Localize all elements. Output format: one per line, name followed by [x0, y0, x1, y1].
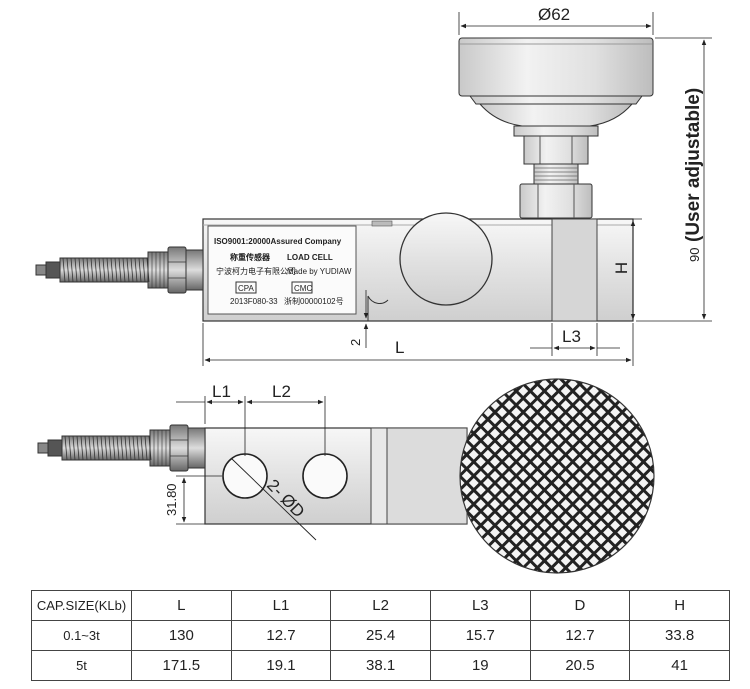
dim-height-90: 90 (User adjustable) — [636, 37, 712, 322]
table-cell: 15.7 — [429, 620, 531, 651]
table-cell: 20.5 — [529, 650, 631, 681]
dim-L: L — [202, 323, 634, 366]
stud-and-nuts — [519, 135, 593, 219]
code-right: 浙制00000102号 — [284, 296, 344, 306]
nameplate-made-by: Made by YUDIAW — [287, 267, 352, 276]
mounting-hole-2 — [302, 453, 348, 499]
table-cell: 41 — [629, 650, 730, 681]
cable-gland — [35, 246, 204, 294]
height-value: 90 — [687, 248, 702, 262]
nameplate-cn-title: 称重传感器 — [230, 252, 271, 262]
table-header-cell: L3 — [429, 590, 531, 621]
nameplate-line1: ISO9001:20000Assured Company — [214, 237, 342, 246]
table-header-cell: H — [629, 590, 730, 621]
table-header-cell: L1 — [230, 590, 332, 621]
table-header-cell: L2 — [330, 590, 431, 621]
height-note: (User adjustable) — [683, 88, 704, 242]
table-header-cell: CAP.SIZE(KLb) — [31, 590, 132, 621]
mark-cpa: CPA — [238, 284, 255, 293]
dim-H: H — [599, 218, 642, 320]
table-cell: 19 — [429, 650, 531, 681]
table-header-cell: L — [131, 590, 232, 621]
mark-cmc: CMC — [294, 284, 312, 293]
table-cell: 19.1 — [230, 650, 332, 681]
dim-31-80: 31.80 — [164, 475, 222, 525]
knurled-foot-disc — [459, 378, 655, 574]
dim-L3: L3 — [530, 323, 620, 356]
foot-disc — [458, 37, 654, 137]
nameplate: ISO9001:20000Assured Company 称重传感器 LOAD … — [207, 225, 357, 315]
dim-L1-label: L1 — [212, 382, 231, 401]
table-cell: 33.8 — [629, 620, 730, 651]
nameplate-en-title: LOAD CELL — [287, 253, 333, 262]
table-cell: 12.7 — [529, 620, 631, 651]
table-cell: 5t — [31, 650, 132, 681]
mounting-hole-1 — [222, 453, 268, 499]
table-cell: 171.5 — [131, 650, 232, 681]
dim-2-label: 2 — [348, 339, 363, 346]
plan-view: L1 L2 31.80 2- ØD — [37, 378, 655, 574]
side-view: ISO9001:20000Assured Company 称重传感器 LOAD … — [35, 5, 712, 366]
diameter-label: Ø62 — [538, 5, 570, 24]
dim-L2-label: L2 — [272, 382, 291, 401]
table-cell: 25.4 — [330, 620, 431, 651]
dim-2: 2 — [348, 290, 369, 348]
table-cell: 12.7 — [230, 620, 332, 651]
nameplate-company: 宁波柯力电子有限公司 — [216, 266, 296, 276]
code-left: 2013F080-33 — [230, 297, 278, 306]
dim-H-label: H — [612, 262, 631, 274]
dim-diameter: Ø62 — [458, 5, 654, 35]
dim-L3-label: L3 — [562, 327, 581, 346]
dim-L2: L2 — [246, 382, 326, 456]
dim-L1: L1 — [176, 382, 246, 456]
table-cell: 38.1 — [330, 650, 431, 681]
table-cell: 130 — [131, 620, 232, 651]
cable-gland-bottom — [37, 424, 206, 472]
dim-31-80-label: 31.80 — [164, 483, 179, 516]
table-header-cell: D — [529, 590, 631, 621]
load-cell-drawing: ISO9001:20000Assured Company 称重传感器 LOAD … — [35, 5, 712, 574]
table-cell: 0.1~3t — [31, 620, 132, 651]
dim-L-label: L — [395, 338, 404, 357]
